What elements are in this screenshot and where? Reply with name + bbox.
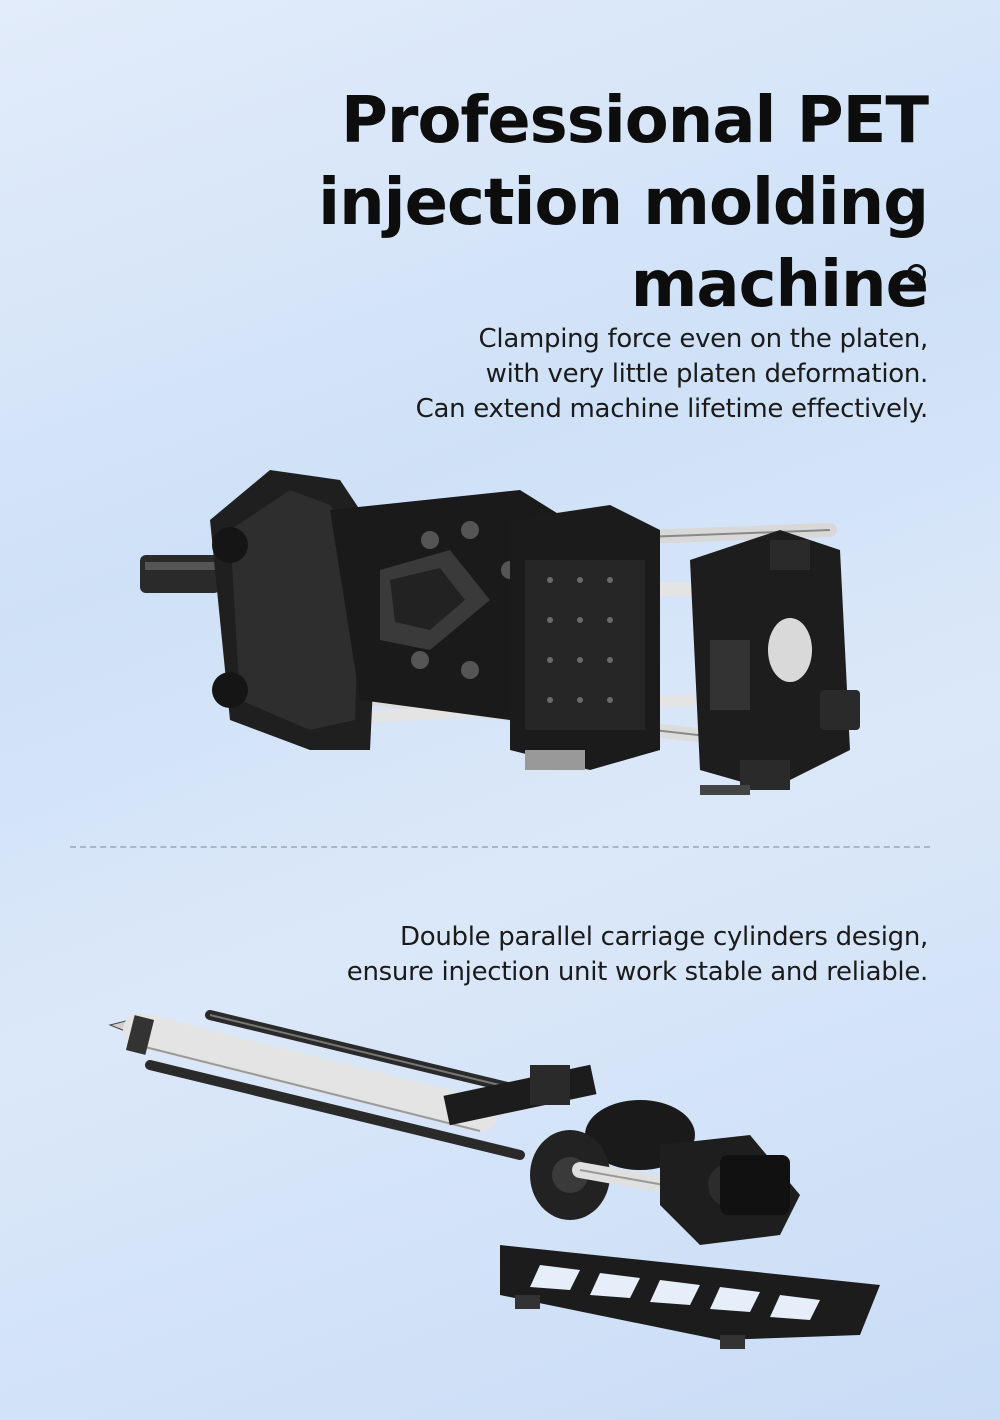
clamping-description-line-2: with very little platen deformation. [485,359,929,389]
carriage-cylinders [145,1010,525,1160]
injection-description: Double parallel carriage cylinders desig… [346,920,929,990]
clamping-description: Clamping force even on the platen, with … [415,322,929,427]
injection-head [443,1064,800,1245]
clamping-description-line-1: Clamping force even on the platen, [478,324,929,354]
page-title: Professional PET injection molding machi… [0,80,929,326]
barrel [108,1013,497,1132]
moving-platen [510,505,660,770]
clamping-description-line-3: Can extend machine lifetime effectively. [415,394,929,424]
title-line-1: Professional PET [340,84,929,158]
clamping-unit-illustration [140,470,860,795]
base-frame [500,1245,880,1349]
title-line-2: injection molding machine [318,166,929,322]
injection-description-line-1: Double parallel carriage cylinders desig… [400,922,928,952]
fixed-platen [690,530,860,795]
circle-icon [907,264,926,283]
section-divider [70,846,930,848]
injection-description-line-2: ensure injection unit work stable and re… [346,957,929,987]
injection-unit-illustration [108,1010,880,1349]
rear-platen [210,470,380,750]
